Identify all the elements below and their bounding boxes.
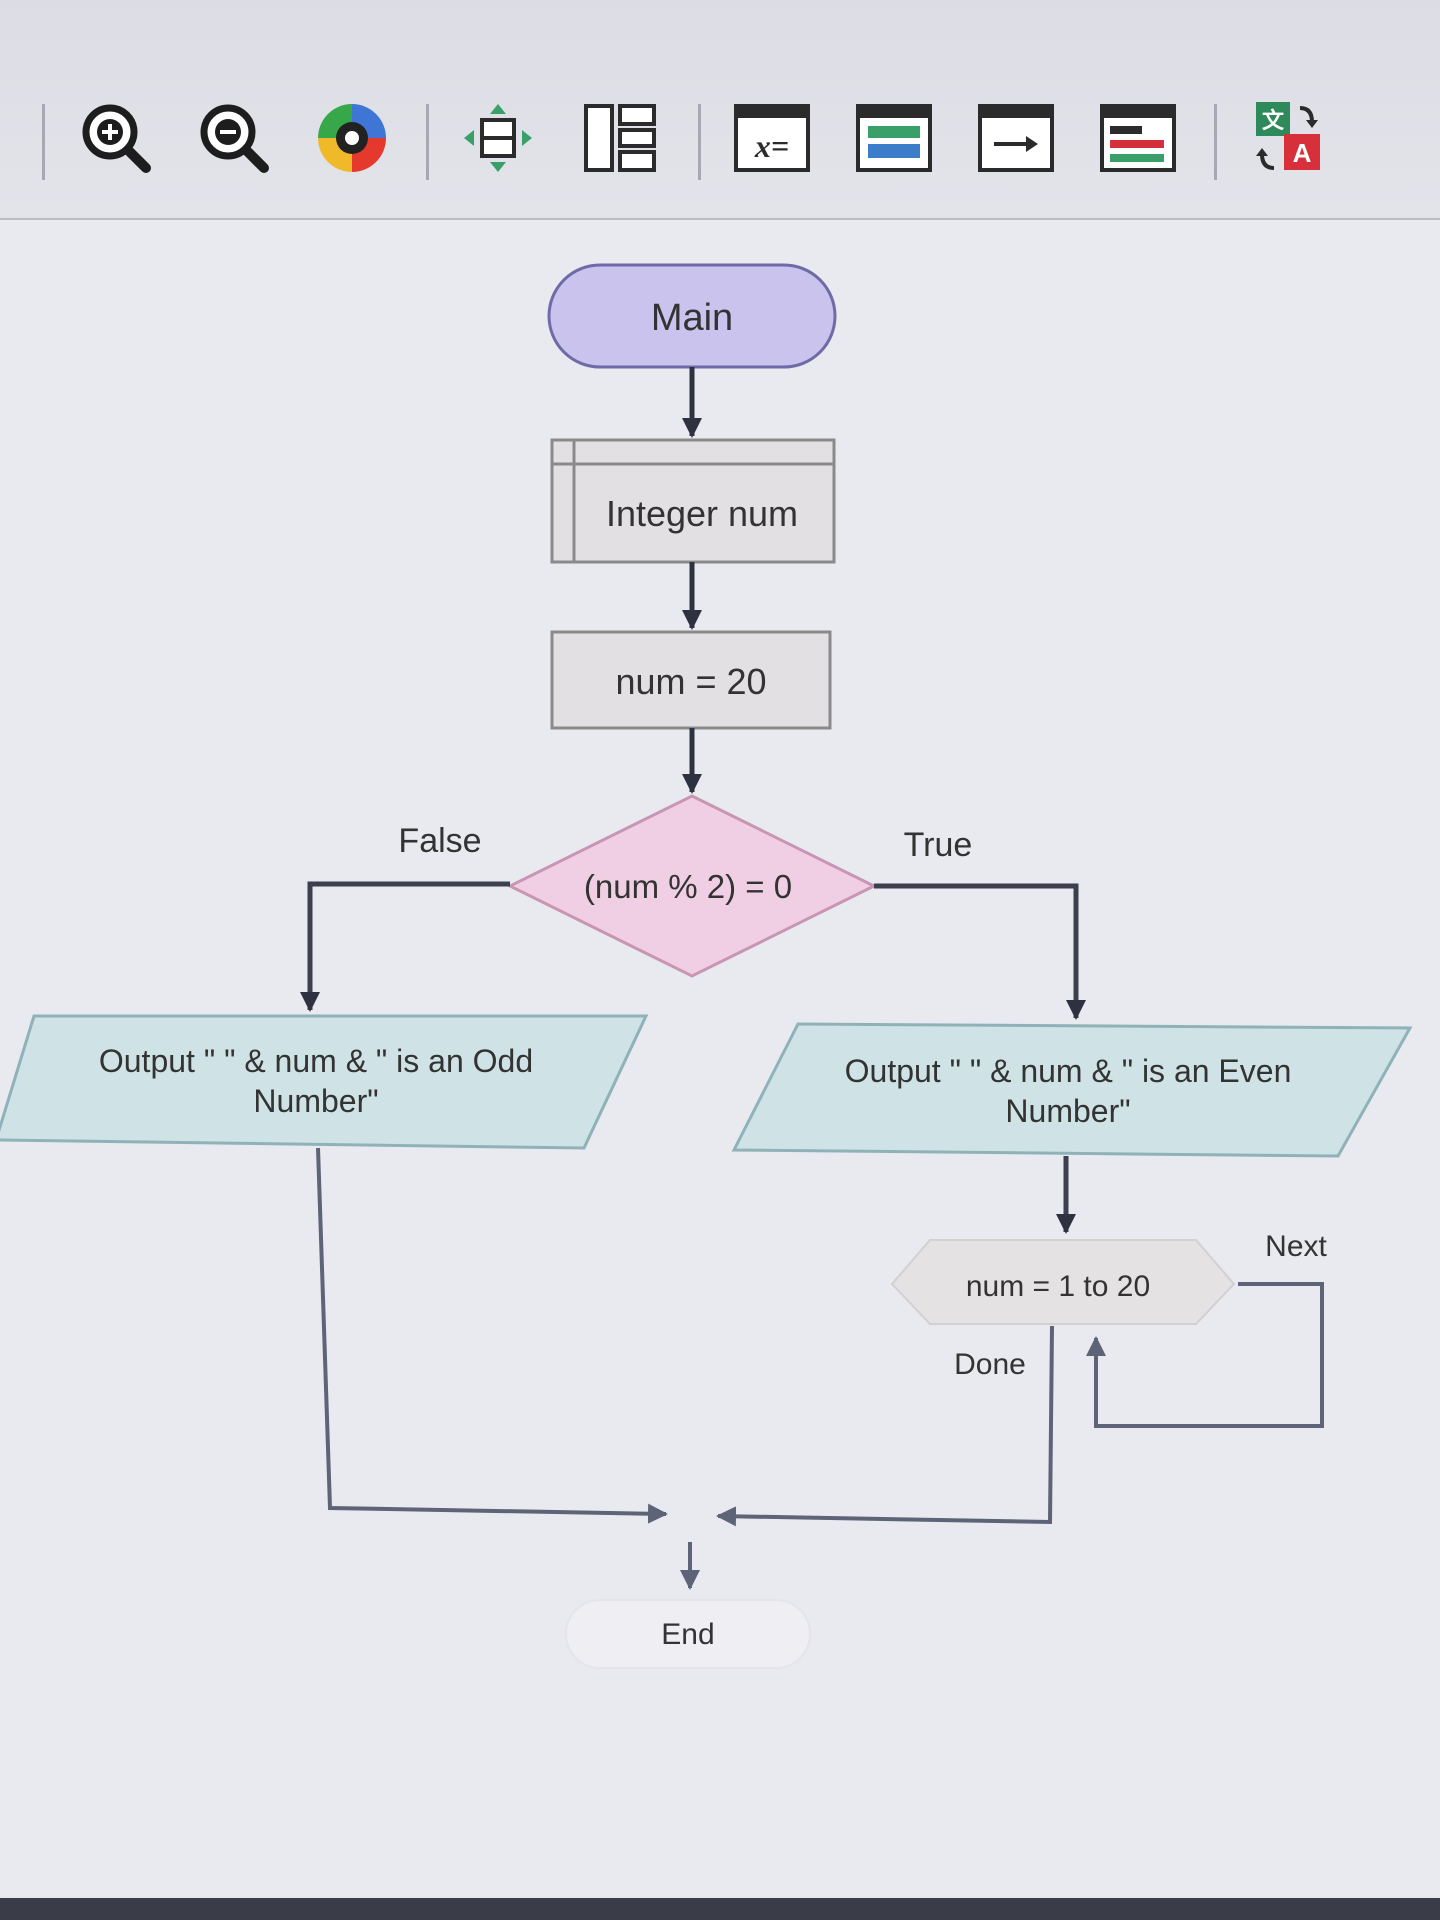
decision-shape	[506, 794, 878, 978]
svg-text:文: 文	[1262, 108, 1285, 133]
toolbar-separator	[1214, 104, 1217, 180]
zoom-out-icon	[200, 104, 269, 173]
assign-block[interactable]: num = 20	[550, 630, 832, 730]
connector-false-branch	[300, 881, 510, 1012]
assign-label: num = 20	[615, 661, 766, 702]
false-branch-label: False	[398, 822, 481, 860]
toolbar-separator	[426, 104, 429, 180]
pan-button[interactable]	[456, 96, 540, 180]
watch-button[interactable]	[852, 96, 936, 180]
loop-label: num = 1 to 20	[966, 1270, 1150, 1303]
step-button[interactable]	[974, 96, 1058, 180]
loop-shape	[890, 1239, 1236, 1325]
variables-icon: x=	[734, 104, 810, 172]
zoom-in-button[interactable]	[74, 96, 158, 180]
output-odd-line2: Number"	[253, 1083, 378, 1119]
output-odd-shape	[0, 1014, 649, 1150]
decision-block[interactable]: (num % 2) = 0	[506, 794, 878, 978]
decision-label: (num % 2) = 0	[584, 868, 792, 905]
variables-glyph: x=	[754, 128, 789, 164]
end-label: End	[661, 1618, 714, 1651]
zoom-in-icon	[82, 104, 151, 173]
step-icon	[978, 104, 1054, 172]
end-shape	[565, 1599, 811, 1669]
connector-true-branch	[874, 883, 1086, 1020]
start-label: Main	[651, 297, 733, 339]
zoom-out-button[interactable]	[192, 96, 276, 180]
done-label: Done	[954, 1348, 1026, 1381]
declare-label: Integer num	[606, 493, 798, 534]
color-button[interactable]	[310, 96, 394, 180]
output-even-block[interactable]: Output " " & num & " is an Even Number"	[731, 1022, 1413, 1158]
output-odd-line1: Output " " & num & " is an Odd	[99, 1043, 533, 1079]
output-even-shape	[731, 1022, 1413, 1158]
watch-icon	[856, 104, 932, 172]
loop-block[interactable]: num = 1 to 20	[890, 1239, 1236, 1325]
declare-block[interactable]: Integer num	[550, 438, 836, 564]
toolbar-separator	[42, 104, 45, 180]
connector-odd-merge	[316, 1147, 668, 1524]
output-even-line1: Output " " & num & " is an Even	[845, 1053, 1292, 1089]
flowchart-diagram: Main Integer num num = 20 (num % 2) = 0	[0, 263, 1413, 1669]
taskbar-edge	[0, 1898, 1440, 1920]
layout-button[interactable]	[578, 96, 662, 180]
end-terminal[interactable]: End	[565, 1599, 811, 1669]
variables-button[interactable]: x=	[730, 96, 814, 180]
translate-glyph: A	[1293, 138, 1312, 168]
output-odd-block[interactable]: Output " " & num & " is an Odd Number"	[0, 1014, 649, 1150]
connector-done-merge	[716, 1325, 1054, 1527]
start-terminal[interactable]: Main	[547, 263, 837, 369]
output-even-line2: Number"	[1005, 1093, 1130, 1129]
translate-button[interactable]: 文 A	[1246, 96, 1330, 180]
connector-loop-next	[1086, 1282, 1324, 1428]
console-icon	[1100, 104, 1176, 172]
next-label: Next	[1265, 1230, 1327, 1263]
toolbar-separator	[698, 104, 701, 180]
flowchart-canvas[interactable]: Main Integer num num = 20 (num % 2) = 0	[0, 220, 1440, 1920]
pan-icon	[464, 104, 532, 172]
translate-icon: 文 A	[1256, 102, 1320, 170]
console-button[interactable]	[1096, 96, 1180, 180]
color-wheel-icon	[318, 104, 386, 172]
declare-shape	[550, 438, 836, 564]
true-branch-label: True	[904, 826, 973, 864]
layout-icon	[584, 104, 656, 172]
toolbar: x=	[0, 0, 1440, 220]
